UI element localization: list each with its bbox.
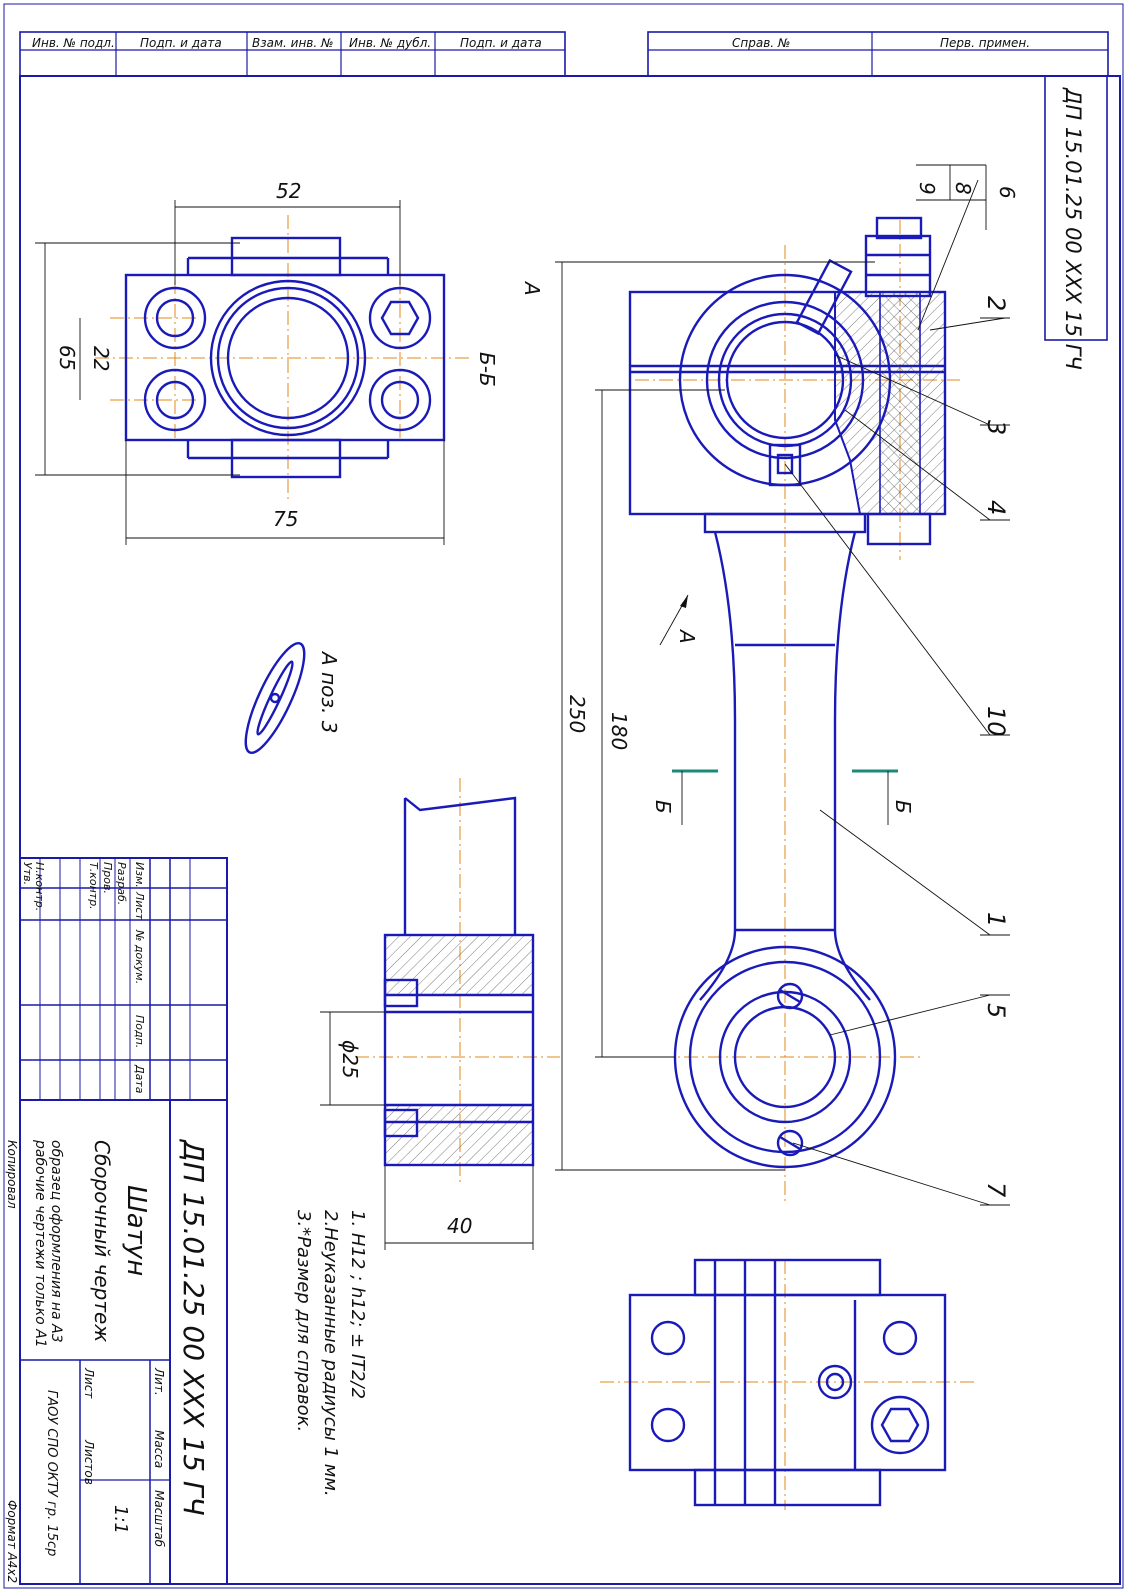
section-bb-view: 52 75 65 22 Б-Б — [35, 179, 499, 545]
section-bb-label: Б-Б — [475, 352, 499, 387]
balloon-2: 2 — [982, 296, 1010, 311]
balloon-4: 4 — [982, 500, 1010, 515]
tb-role-3: Т.контр. — [87, 862, 100, 910]
tb-role-5: Утв. — [21, 862, 34, 885]
sheet-border — [3, 3, 1124, 1589]
dim-52: 52 — [276, 179, 301, 203]
tb-role-4: Н.контр. — [33, 862, 46, 911]
tb-sheet: Лист — [82, 1367, 96, 1399]
drawing-frame — [19, 75, 1121, 1585]
balloon-1: 1 — [982, 912, 1010, 927]
dim-40: 40 — [447, 1214, 472, 1238]
margin-code-box: ДП 15.01.25 00 ХХХ 15 ГЧ — [1044, 75, 1108, 370]
connecting-rod-main-view: 250 180 А А Б Б — [520, 216, 960, 1205]
view-a-arrow: А — [675, 628, 699, 644]
tb-note-2: рабочие чертежи только А1 — [32, 1139, 48, 1348]
title-block: Изм. Лист № докум. Подп. Дата Разраб. Пр… — [5, 857, 228, 1585]
top-label-4: Инв. № дубл. — [349, 36, 431, 50]
item-balloons: 2 3 4 10 1 5 7 — [784, 179, 1010, 1206]
view-a-detail: А поз. 3 — [244, 642, 341, 754]
tb-scale: Масштаб — [152, 1490, 166, 1548]
dim-65: 65 — [55, 345, 79, 370]
balloon-3: 3 — [982, 420, 1010, 435]
revision-marks: 6 8 9 — [915, 164, 1019, 230]
tb-part-name: Шатун — [121, 1185, 151, 1276]
tb-format: Формат А4х2 — [5, 1500, 19, 1583]
note-2: 2.Неуказанные радиусы 1 мм. — [320, 1210, 341, 1497]
dim-phi25: ϕ25 — [338, 1040, 362, 1079]
dim-180: 180 — [607, 712, 631, 750]
tb-sheets: Листов — [82, 1439, 96, 1485]
top-strip: Инв. № подл. Подп. и дата Взам. инв. № И… — [19, 31, 1109, 77]
technical-notes: 1. Н12 ; h12; ± IT2/2 2.Неуказанные ради… — [293, 1210, 368, 1497]
top-label-6: Справ. № — [732, 36, 790, 50]
bottom-plan-view — [600, 1258, 975, 1510]
tb-date: Дата — [133, 1064, 146, 1094]
tb-mass: Масса — [152, 1430, 166, 1468]
tb-organization: ГАОУ СПО ОКТУ гр. 15ср — [44, 1390, 59, 1556]
tb-designation: ДП 15.01.25 00 ХХХ 15 ГЧ — [177, 1138, 210, 1516]
top-label-7: Перв. примен. — [940, 36, 1030, 50]
view-a-mark: А — [520, 280, 544, 296]
top-label-2: Подп. и дата — [140, 36, 222, 50]
tb-copied: Копировал — [5, 1140, 19, 1209]
balloon-5: 5 — [982, 1003, 1010, 1018]
cut-b-right: Б — [891, 800, 915, 814]
note-1: 1. Н12 ; h12; ± IT2/2 — [347, 1210, 368, 1399]
tb-list: Лист — [133, 891, 146, 920]
tb-docnum: № докум. — [133, 929, 146, 984]
cut-b-left: Б — [651, 800, 675, 814]
tb-izm: Изм. — [133, 862, 146, 888]
tb-role-2: Пров. — [101, 862, 114, 894]
tb-doc-type: Сборочный чертеж — [90, 1140, 114, 1342]
tb-role-1: Разраб. — [115, 862, 128, 905]
balloon-7: 7 — [982, 1182, 1010, 1198]
view-a-label: А поз. 3 — [317, 650, 341, 733]
small-end-section: ϕ25 40 — [320, 778, 560, 1250]
revision-9: 9 — [915, 182, 939, 195]
margin-doc-code: ДП 15.01.25 00 ХХХ 15 ГЧ — [1061, 87, 1085, 370]
dim-250: 250 — [565, 695, 589, 733]
tb-note-1: образец оформления на А3 — [48, 1140, 64, 1343]
revision-8: 8 — [951, 182, 975, 195]
tb-sign: Подп. — [133, 1015, 146, 1048]
top-label-3: Взам. инв. № — [252, 36, 333, 50]
balloon-10: 10 — [982, 706, 1010, 737]
top-label-1: Инв. № подл. — [32, 36, 115, 50]
revision-6: 6 — [995, 186, 1019, 199]
note-3: 3.*Размер для справок. — [293, 1210, 314, 1432]
dim-22: 22 — [89, 346, 113, 371]
tb-scale-value: 1:1 — [110, 1505, 131, 1534]
tb-lit: Лит. — [152, 1367, 166, 1396]
top-label-5: Подп. и дата — [460, 36, 542, 50]
dim-75: 75 — [273, 507, 298, 531]
